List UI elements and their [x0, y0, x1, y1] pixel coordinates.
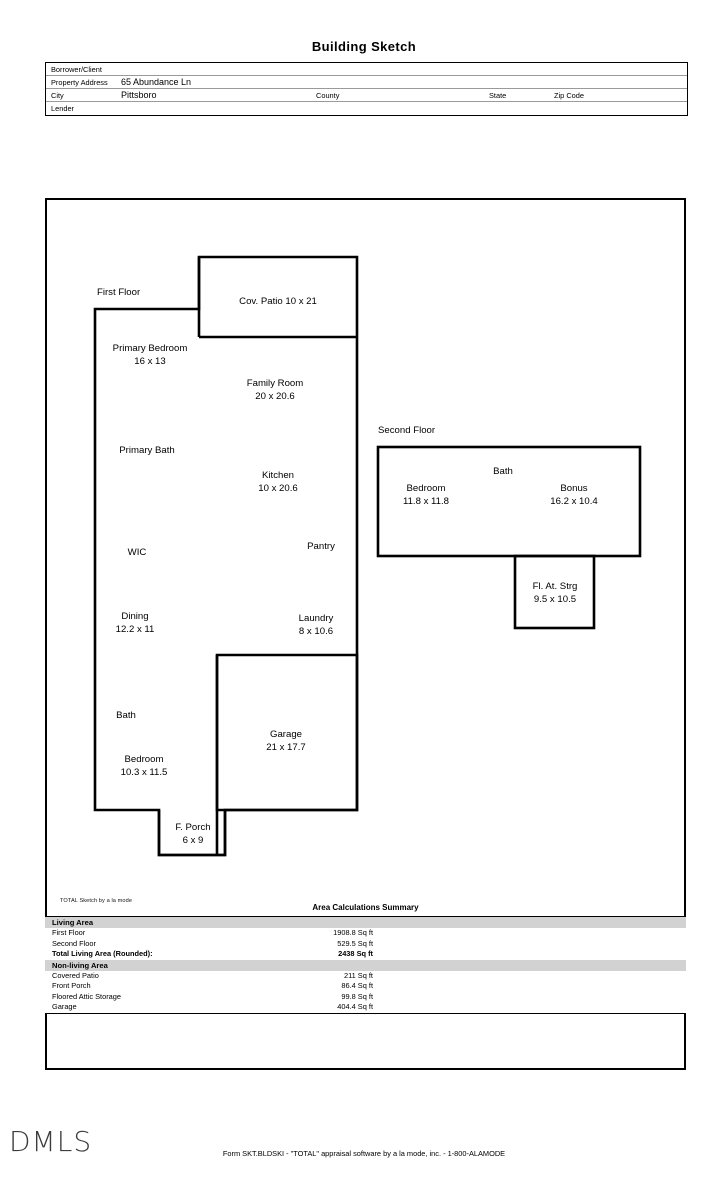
room-dims-bedroom-second: 11.8 x 11.8	[402, 495, 450, 507]
area-row-value: 99.8 Sq ft	[341, 991, 373, 1001]
section-heading-living-area: Living Area	[45, 917, 686, 928]
room-label-primary-bath: Primary Bath	[119, 445, 175, 456]
room-label-bedroom-second: Bedroom 11.8 x 11.8	[403, 483, 449, 508]
room-name-bonus: Bonus	[560, 483, 588, 494]
area-row-value: 211 Sq ft	[343, 970, 373, 980]
area-row-name: Front Porch	[52, 981, 91, 990]
table-row: Floored Attic Storage 99.8 Sq ft	[45, 992, 686, 1003]
room-label-bath-first: Bath	[116, 710, 136, 721]
floorplan-drawing	[93, 255, 642, 857]
table-row: Second Floor 529.5 Sq ft	[45, 939, 686, 950]
room-label-family-room: Family Room 20 x 20.6	[247, 378, 304, 403]
room-dims-bedroom-first: 10.3 x 11.5	[120, 766, 168, 778]
table-row: Garage 404.4 Sq ft	[45, 1002, 686, 1013]
room-dims-primary-bedroom: 16 x 13	[134, 355, 166, 367]
lender-row: Lender	[46, 102, 687, 115]
room-dims-family-room: 20 x 20.6	[255, 390, 295, 402]
county-label: County	[316, 91, 340, 100]
area-calculations-summary: Living Area First Floor 1908.8 Sq ft Sec…	[45, 916, 686, 1014]
room-label-bonus: Bonus 16.2 x 10.4	[550, 483, 597, 508]
area-row-name: Covered Patio	[52, 970, 99, 980]
table-row-total: Total Living Area (Rounded): 2438 Sq ft	[45, 949, 686, 960]
room-dims-floored-attic-storage: 9.5 x 10.5	[533, 593, 577, 605]
room-name-floored-attic-storage: Fl. At. Strg	[532, 581, 578, 592]
room-label-primary-bedroom: Primary Bedroom 16 x 13	[113, 343, 188, 368]
city-value[interactable]: Pittsboro	[121, 90, 157, 100]
section-heading-non-living-area: Non-living Area	[45, 959, 686, 971]
room-label-laundry: Laundry 8 x 10.6	[299, 613, 334, 638]
total-living-area-value: 2438 Sq ft	[338, 949, 373, 958]
city-row: City Pittsboro County State Zip Code	[46, 89, 687, 102]
room-label-bath-second: Bath	[493, 466, 513, 477]
room-name-primary-bedroom: Primary Bedroom	[112, 343, 188, 354]
room-name-laundry: Laundry	[298, 613, 334, 624]
second-floor-outline	[376, 445, 642, 558]
form-footer-note: Form SKT.BLDSKI - "TOTAL" appraisal soft…	[222, 1149, 506, 1158]
room-name-front-porch: F. Porch	[175, 822, 211, 833]
area-row-value: 404.4 Sq ft	[337, 1002, 373, 1011]
total-living-area-label: Total Living Area (Rounded):	[52, 949, 153, 958]
room-label-bedroom-first: Bedroom 10.3 x 11.5	[121, 754, 168, 779]
city-label: City	[51, 91, 64, 100]
borrower-label: Borrower/Client	[51, 65, 102, 74]
second-floor-label: Second Floor	[378, 425, 436, 436]
area-row-value: 86.4 Sq ft	[341, 981, 373, 990]
room-label-front-porch: F. Porch 6 x 9	[175, 822, 210, 847]
room-name-dining: Dining	[121, 611, 149, 622]
sketch-credit: TOTAL Sketch by a la mode	[60, 898, 133, 904]
room-dims-kitchen: 10 x 20.6	[258, 482, 298, 494]
table-row: First Floor 1908.8 Sq ft	[45, 928, 686, 939]
state-label: State	[489, 91, 507, 100]
area-row-name: Floored Attic Storage	[52, 991, 122, 1001]
room-dims-bonus: 16.2 x 10.4	[550, 495, 598, 507]
room-name-kitchen: Kitchen	[261, 470, 294, 481]
page-title: Building Sketch	[311, 39, 417, 54]
area-row-value: 1908.8 Sq ft	[333, 928, 373, 937]
floored-attic-storage-outline	[513, 554, 596, 630]
property-address-label: Property Address	[51, 78, 108, 87]
property-info-table: Borrower/Client Property Address 65 Abun…	[45, 62, 688, 116]
property-address-value[interactable]: 65 Abundance Ln	[121, 77, 192, 87]
room-label-wic: WIC	[127, 547, 147, 558]
area-summary-title: Area Calculations Summary	[312, 903, 419, 912]
room-dims-garage: 21 x 17.7	[266, 741, 306, 753]
area-row-name: First Floor	[52, 928, 86, 937]
area-row-name: Garage	[52, 1002, 77, 1011]
borrower-row: Borrower/Client	[46, 63, 687, 76]
room-name-garage: Garage	[269, 729, 302, 740]
zip-code-label: Zip Code	[554, 91, 584, 100]
dmls-logo: DMLS	[9, 1125, 93, 1158]
property-address-row: Property Address 65 Abundance Ln	[46, 76, 687, 89]
lender-label: Lender	[51, 104, 75, 113]
room-label-pantry: Pantry	[307, 541, 335, 552]
table-row: Covered Patio 211 Sq ft	[45, 971, 686, 982]
room-label-kitchen: Kitchen 10 x 20.6	[258, 470, 297, 495]
room-label-garage: Garage 21 x 17.7	[266, 729, 305, 754]
room-label-cov-patio: Cov. Patio 10 x 21	[239, 296, 317, 307]
room-label-dining: Dining 12.2 x 11	[116, 611, 155, 636]
room-name-bedroom-second: Bedroom	[406, 483, 446, 494]
area-row-name: Second Floor	[52, 938, 96, 948]
room-name-bedroom-first: Bedroom	[124, 754, 164, 765]
room-dims-front-porch: 6 x 9	[182, 834, 204, 846]
area-row-value: 529.5 Sq ft	[337, 938, 373, 948]
front-porch-outline	[157, 810, 227, 857]
room-dims-dining: 12.2 x 11	[115, 623, 155, 635]
room-label-floored-attic-storage: Fl. At. Strg 9.5 x 10.5	[533, 581, 578, 606]
sketch-canvas: First Floor Cov. Patio 10 x 21 Primary B…	[47, 200, 684, 1068]
room-dims-laundry: 8 x 10.6	[298, 625, 334, 637]
table-row: Front Porch 86.4 Sq ft	[45, 981, 686, 992]
first-floor-label: First Floor	[97, 287, 141, 298]
room-name-family-room: Family Room	[246, 378, 304, 389]
